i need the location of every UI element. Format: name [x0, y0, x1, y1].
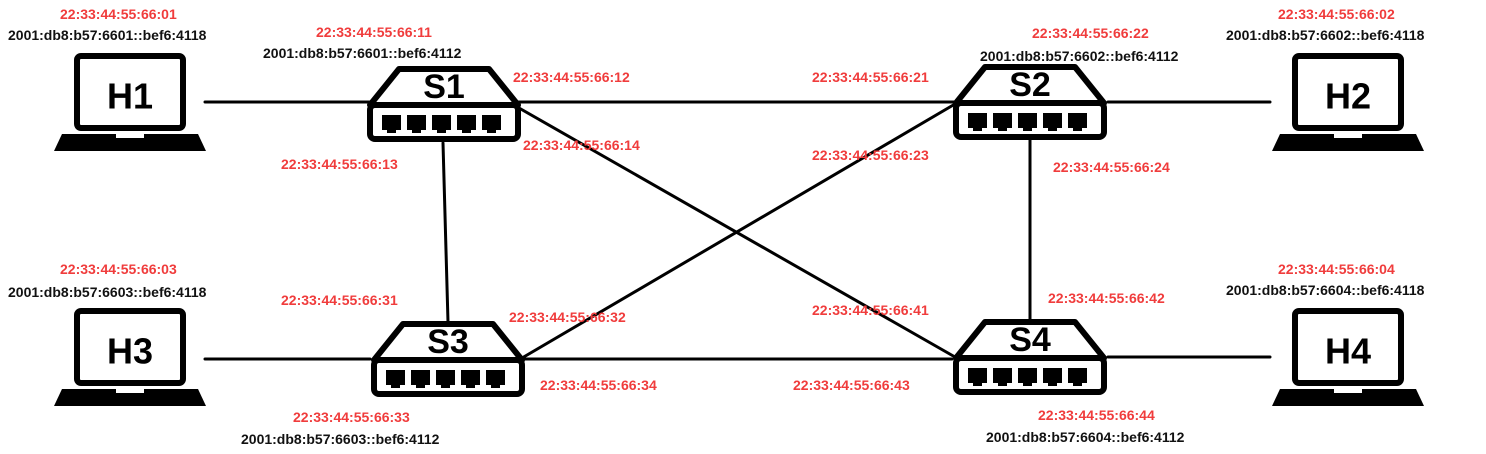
- h3-mac-label: 22:33:44:55:66:03: [60, 261, 177, 277]
- host-label-h4: H4: [1325, 331, 1371, 372]
- switch-port-icon: [1068, 368, 1087, 386]
- s2-mac-label: 22:33:44:55:66:22: [1032, 25, 1149, 41]
- h2-mac-label: 22:33:44:55:66:02: [1278, 6, 1395, 22]
- switch-label-s2: S2: [1009, 66, 1051, 104]
- s4-ip-label: 2001:db8:b57:6604::bef6:4112: [986, 429, 1185, 445]
- h1-mac-label: 22:33:44:55:66:01: [60, 6, 177, 22]
- switch-label-s4: S4: [1009, 321, 1051, 359]
- switch-icon: [367, 66, 521, 142]
- port-label-s1-s3: 22:33:44:55:66:13: [281, 156, 398, 172]
- switch-port-icon: [432, 115, 451, 133]
- switch-port-icon: [1068, 113, 1087, 131]
- port-label-s2-s1: 22:33:44:55:66:21: [812, 69, 929, 85]
- host-h3: H3: [54, 308, 206, 406]
- switch-port-icon: [1018, 113, 1037, 131]
- switch-port-icon: [382, 115, 401, 133]
- host-h2: H2: [1272, 53, 1424, 151]
- switch-icon: [953, 64, 1107, 140]
- h3-ip-label: 2001:db8:b57:6603::bef6:4118: [8, 284, 207, 300]
- h4-ip-label: 2001:db8:b57:6604::bef6:4118: [1226, 282, 1425, 298]
- port-label-s1-s4: 22:33:44:55:66:14: [523, 137, 640, 153]
- link-s1-s3: [441, 141, 450, 324]
- switch-s3: S3: [371, 321, 525, 397]
- s3-mac-label: 22:33:44:55:66:33: [293, 409, 410, 425]
- laptop-icon: [54, 53, 206, 151]
- switch-port-icon: [968, 368, 987, 386]
- host-label-h3: H3: [107, 331, 153, 372]
- s3-ip-label: 2001:db8:b57:6603::bef6:4112: [241, 431, 440, 447]
- switch-port-icon: [436, 370, 455, 388]
- switch-port-icon: [407, 115, 426, 133]
- host-h4: H4: [1272, 308, 1424, 406]
- link-s2-s3: [520, 102, 957, 360]
- host-label-h1: H1: [107, 76, 153, 117]
- port-label-s2-s3: 22:33:44:55:66:23: [812, 147, 929, 163]
- switch-port-icon: [457, 115, 476, 133]
- switch-port-icon: [486, 370, 505, 388]
- switch-s4: S4: [953, 319, 1107, 395]
- switch-s2: S2: [953, 64, 1107, 140]
- port-label-s4-s1: 22:33:44:55:66:41: [812, 302, 929, 318]
- port-label-s4-s2: 22:33:44:55:66:42: [1048, 290, 1165, 306]
- s4-mac-label: 22:33:44:55:66:44: [1038, 407, 1155, 423]
- laptop-icon: [1272, 53, 1424, 151]
- switch-port-icon: [411, 370, 430, 388]
- switch-label-s3: S3: [427, 323, 469, 361]
- port-label-s3-s4: 22:33:44:55:66:34: [540, 377, 657, 393]
- port-label-s3-s1: 22:33:44:55:66:31: [281, 292, 398, 308]
- links-layer: [203, 100, 1272, 361]
- host-h1: H1: [54, 53, 206, 151]
- switch-port-icon: [993, 113, 1012, 131]
- h4-mac-label: 22:33:44:55:66:04: [1278, 261, 1395, 277]
- switch-port-icon: [993, 368, 1012, 386]
- switch-port-icon: [1018, 368, 1037, 386]
- switch-icon: [371, 321, 525, 397]
- h2-ip-label: 2001:db8:b57:6602::bef6:4118: [1226, 27, 1425, 43]
- switch-s1: S1: [367, 66, 521, 142]
- h1-ip-label: 2001:db8:b57:6601::bef6:4118: [8, 27, 207, 43]
- switch-port-icon: [1043, 368, 1062, 386]
- s2-ip-label: 2001:db8:b57:6602::bef6:4112: [980, 48, 1179, 64]
- laptop-icon: [54, 308, 206, 406]
- s1-ip-label: 2001:db8:b57:6601::bef6:4112: [263, 45, 462, 61]
- port-label-s1-s2: 22:33:44:55:66:12: [513, 69, 630, 85]
- port-label-s2-s4: 22:33:44:55:66:24: [1053, 159, 1170, 175]
- switch-port-icon: [968, 113, 987, 131]
- switch-port-icon: [461, 370, 480, 388]
- switch-port-icon: [482, 115, 501, 133]
- link-s1-s4: [510, 102, 957, 359]
- switch-port-icon: [386, 370, 405, 388]
- switch-icon: [953, 319, 1107, 395]
- s1-mac-label: 22:33:44:55:66:11: [316, 24, 432, 40]
- port-label-s4-s3: 22:33:44:55:66:43: [793, 377, 910, 393]
- switch-port-icon: [1043, 113, 1062, 131]
- switch-label-s1: S1: [423, 68, 465, 106]
- host-label-h2: H2: [1325, 76, 1371, 117]
- port-label-s3-s2: 22:33:44:55:66:32: [509, 309, 626, 325]
- laptop-icon: [1272, 308, 1424, 406]
